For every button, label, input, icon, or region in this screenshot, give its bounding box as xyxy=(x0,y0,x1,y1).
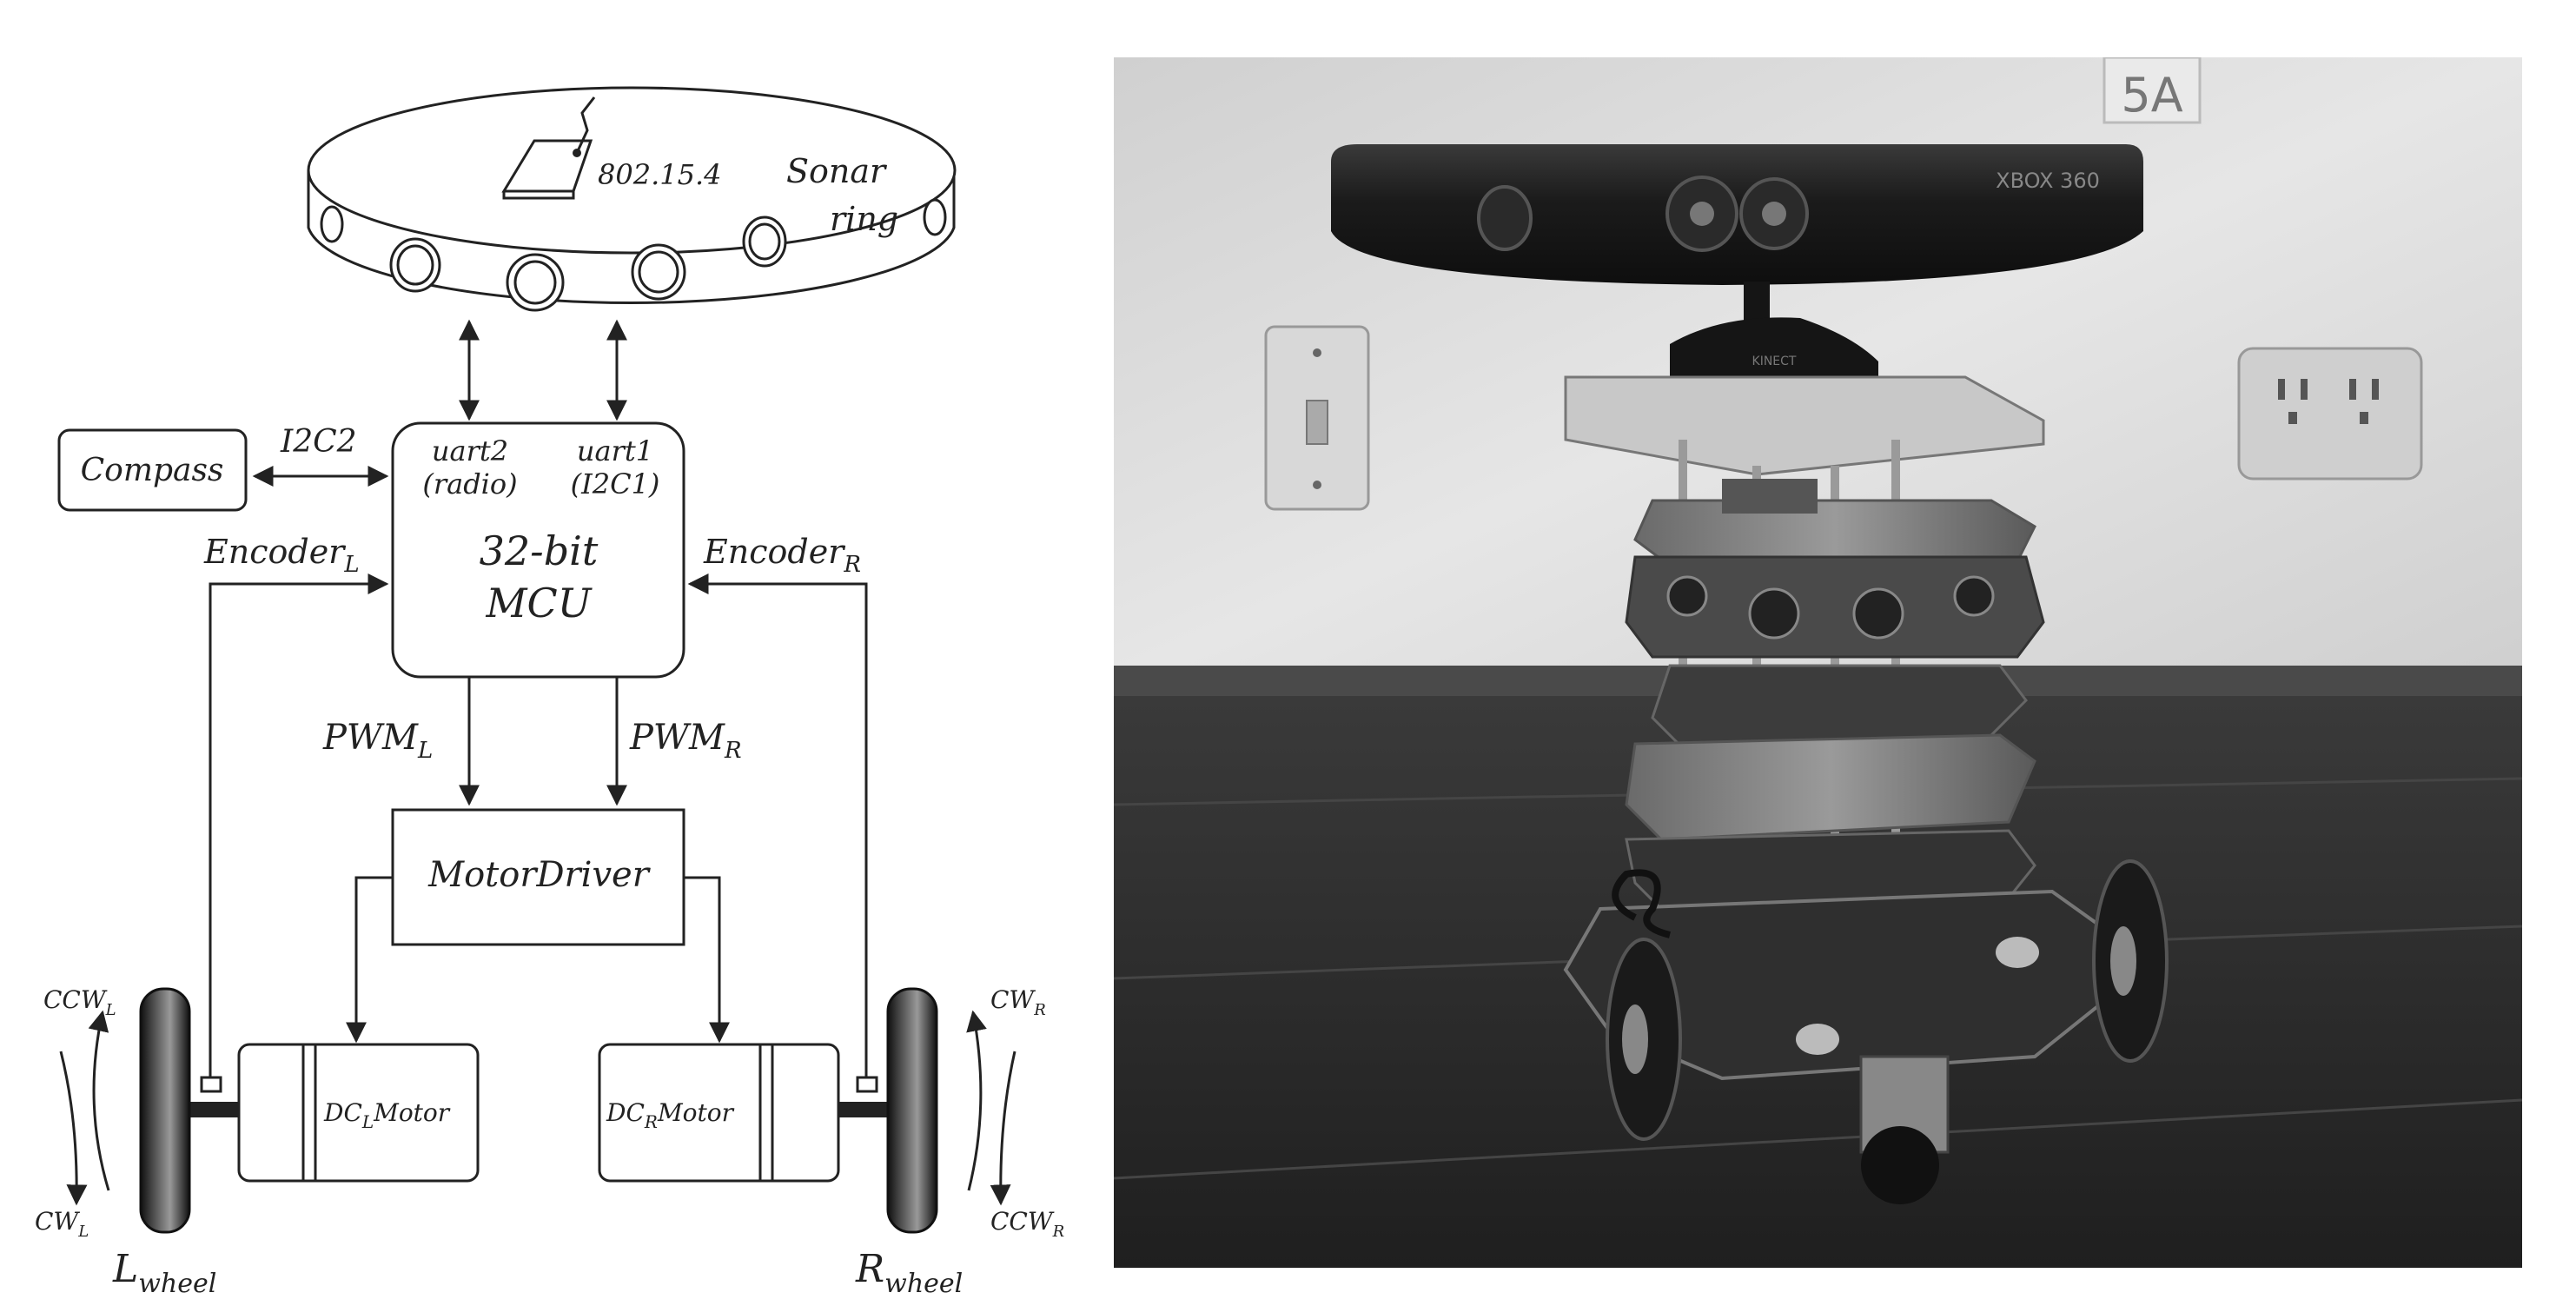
left-wheel xyxy=(139,987,191,1234)
mcu-uart2-label: uart2 xyxy=(432,434,508,467)
right-shaft xyxy=(838,1102,888,1117)
cw-left-arrow xyxy=(59,1051,88,1206)
cable xyxy=(1612,869,1672,938)
radio-module-icon xyxy=(501,96,596,200)
sonar-ring-label: Sonar xyxy=(786,152,888,190)
ccw-right-arrow xyxy=(990,1051,1016,1206)
sonar-transducer-icon xyxy=(320,198,947,312)
room-sign: 5A xyxy=(2103,57,2202,124)
ccw-left-label: CCWL xyxy=(43,985,116,1019)
cw-right-label: CWR xyxy=(990,985,1046,1019)
ccw-left-arrow xyxy=(88,1010,110,1191)
motor-driver-box xyxy=(391,808,685,946)
robot-block-diagram: 802.15.4 Sonar ring Compass I2C2 uart2 (… xyxy=(35,86,1064,1299)
mcu-title: 32-bit xyxy=(480,527,599,574)
compass-box xyxy=(57,428,248,512)
sensor-base-brand-text: KINECT xyxy=(1752,355,1797,368)
electronics-tier xyxy=(1633,479,2036,567)
bumper-post-icon xyxy=(1796,937,2039,1055)
robot-right-wheel xyxy=(2092,859,2169,1063)
compass-label: Compass xyxy=(81,453,224,488)
kinect-sensor: XBOX 360 KINECT xyxy=(1331,144,2143,388)
left-encoder-sensor xyxy=(200,1076,222,1093)
radio-standard-label: 802.15.4 xyxy=(598,158,722,191)
right-wheel-label: Rwheel xyxy=(855,1247,963,1299)
pcb-tier-3 xyxy=(1625,733,2036,841)
robot-left-wheel xyxy=(1606,938,1682,1141)
encoder-right-line xyxy=(687,573,868,1077)
mcu-title-2: MCU xyxy=(485,580,593,626)
ccw-right-label: CCWR xyxy=(990,1207,1064,1241)
wall-outlet xyxy=(2237,347,2423,481)
pwm-right-label: PWMR xyxy=(629,718,742,764)
sonar-ring-tier xyxy=(1625,555,2045,659)
left-shaft xyxy=(189,1102,239,1117)
right-encoder-sensor xyxy=(856,1076,878,1093)
encoder-left-line xyxy=(209,573,389,1077)
encoder-right-label: EncoderR xyxy=(703,533,861,578)
driver-right-motor-arrow xyxy=(684,876,730,1044)
i2c2-label: I2C2 xyxy=(280,424,357,460)
dc-right-motor: DCRMotor xyxy=(598,1043,840,1183)
caster-wheel xyxy=(1859,1055,1950,1204)
dc-left-motor-label: DCLMotor xyxy=(323,1098,451,1132)
mcu-uart2-sub-label: (radio) xyxy=(422,467,517,501)
sonar-ring-label-2: ring xyxy=(830,200,898,238)
robot-photo: 5A XBOX 360 KINECT xyxy=(1114,57,2522,1268)
mcu-box xyxy=(391,421,685,679)
right-wheel xyxy=(886,987,938,1234)
dc-left-motor: DCLMotor xyxy=(237,1043,480,1183)
base-plate xyxy=(1563,889,2124,1081)
cw-left-label: CWL xyxy=(35,1207,89,1241)
pwm-left-label: PWML xyxy=(322,718,433,764)
left-wheel-label: Lwheel xyxy=(112,1247,216,1299)
mcu-uart1-label: uart1 xyxy=(577,434,653,467)
motor-driver-label: MotorDriver xyxy=(427,855,652,895)
cw-right-arrow xyxy=(966,1010,987,1191)
light-switch-plate xyxy=(1264,325,1370,511)
dc-right-motor-label: DCRMotor xyxy=(606,1098,735,1132)
room-sign-text: 5A xyxy=(2121,68,2182,123)
mcu-uart1-sub-label: (I2C1) xyxy=(571,467,660,501)
encoder-left-label: EncoderL xyxy=(203,533,360,578)
sensor-brand-text: XBOX 360 xyxy=(1996,169,2100,193)
driver-left-motor-arrow xyxy=(346,876,393,1044)
sonar-sensor-icon xyxy=(1666,575,1995,640)
sonar-ring: 802.15.4 Sonar ring xyxy=(307,86,957,312)
